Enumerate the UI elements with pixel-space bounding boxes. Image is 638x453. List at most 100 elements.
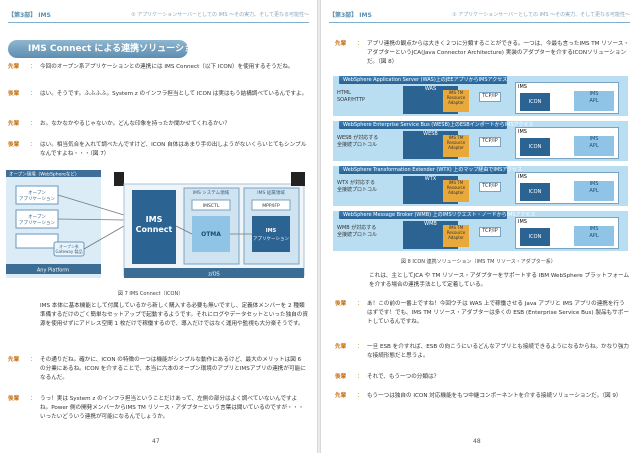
protocol-label: WESB が対応する 全接続プロトコル: [337, 135, 379, 148]
dialog-text: アプリ連携の観点からは大きく２つに分類することができる。一つは、今最も言ったIM…: [367, 41, 629, 65]
band-title: WebSphere Message Broker (WMB) 上のIMSリクエス…: [339, 211, 535, 219]
svg-text:z/OS: z/OS: [208, 272, 219, 278]
paragraph: IMS 本体に基本機能として付属しているから新しく購入する必要も無いですし、定義…: [40, 303, 308, 327]
figure-8-diagram: WebSphere Application Server (WAS)上のJEEア…: [333, 76, 628, 252]
protocol-label: HTML SOAP/HTTP: [337, 90, 365, 103]
protocol-label: WTX が対応する 全接続プロトコル: [337, 180, 378, 193]
ims-apl-box: IMS APL: [574, 181, 614, 201]
speaker: 先輩: [8, 64, 20, 70]
tcpip-label: TCP/IP: [479, 227, 501, 237]
dialog-text: はい。相当気合を入れて調べたんですけど、ICON 自体はあまり手の出しようがない…: [40, 142, 307, 157]
svg-text:オープン系: オープン系: [59, 243, 79, 249]
dialog-text: 今回のオープン系アプリケーションとの連携には IMS Connect（以下 IC…: [40, 64, 294, 70]
svg-text:アプリケーション: アプリケーション: [253, 235, 289, 242]
svg-text:MPP/IFP: MPP/IFP: [262, 203, 280, 209]
svg-text:IMS システム領域: IMS システム領域: [193, 189, 230, 196]
dialog-text: その通りだね。確かに、ICON の特徴の一つは機能がシンプルな動作にあるけど、最…: [40, 357, 306, 381]
speaker: 後輩: [335, 374, 347, 380]
dialog-text: はい。そうです。ふふふふ。System z のインフラ担当として ICON は実…: [40, 91, 308, 97]
figure-8-caption: 図 8 ICON 連携ソリューション（IMS TM リソース・アダプター系）: [401, 259, 556, 265]
svg-text:Connect: Connect: [136, 225, 173, 234]
svg-text:アプリケーション: アプリケーション: [19, 219, 55, 226]
svg-text:IMS: IMS: [146, 215, 163, 224]
svg-text:オープン: オープン: [28, 214, 46, 220]
svg-text:オープン: オープン: [28, 190, 46, 196]
svg-text:Gateway 製品: Gateway 製品: [56, 248, 83, 254]
ims-box: IMS ICON IMS APL: [515, 82, 619, 114]
dialog-text: 一旦 ESB を介すれば、ESB の向こうにいるどんなアプリとも接続できるように…: [367, 344, 630, 359]
tcpip-label: TCP/IP: [479, 137, 501, 147]
right-page: 【第3部】 IMS ② アプリケーションサーバーとしての IMS ～その実力、そ…: [321, 0, 638, 453]
svg-text:OTMA: OTMA: [201, 231, 221, 238]
left-page: 【第3部】 IMS ② アプリケーションサーバーとしての IMS ～その実力、そ…: [0, 0, 317, 453]
book-gutter: [317, 0, 321, 453]
speaker: 先輩: [335, 393, 347, 399]
speaker: 後輩: [8, 142, 20, 148]
speaker: 先輩: [8, 121, 20, 127]
dialog-line: 先輩： アプリ連携の観点からは大きく２つに分類することができる。一つは、今最も言…: [335, 41, 629, 65]
icon-box: ICON: [520, 93, 550, 111]
running-head: ② アプリケーションサーバーとしての IMS ～その実力、そして更なる可能性～: [452, 12, 630, 18]
dialog-line: 先輩： お。なかなかやるじゃないか。どんな印象を持ったか聞かせてくれるかい？: [8, 120, 308, 132]
resource-adapter: IMS TM Resource Adapter: [443, 180, 469, 202]
section-label: 【第3部】 IMS: [8, 12, 51, 19]
band-wtx: WebSphere Transformation Extender (WTX) …: [333, 166, 628, 206]
speaker: 先輩: [335, 344, 347, 350]
dialog-line: 後輩： はい。そうです。ふふふふ。System z のインフラ担当として ICO…: [8, 91, 308, 97]
speaker: 後輩: [8, 91, 20, 97]
ims-apl-box: IMS APL: [574, 136, 614, 156]
resource-adapter: IMS TM Resource Adapter: [443, 135, 469, 157]
icon-box: ICON: [520, 228, 550, 246]
page-number: 47: [152, 438, 160, 445]
resource-adapter: IMS TM Resource Adapter: [443, 225, 469, 247]
section-label: 【第3部】 IMS: [329, 12, 372, 19]
icon-box: ICON: [520, 183, 550, 201]
dialog-text: うっ！実は System z のインフラ担当ということだけあって、左側の部分はよ…: [40, 396, 304, 420]
running-head: ② アプリケーションサーバーとしての IMS ～その実力、そして更なる可能性～: [131, 12, 309, 18]
protocol-label: WMB が対応する 全接続プロトコル: [337, 225, 378, 238]
band-title: WebSphere Transformation Extender (WTX) …: [339, 166, 522, 174]
open-env-label: オープン環境（WebSphereなど）: [9, 171, 79, 178]
section-title: IMS Connect による連携ソリューション: [8, 40, 202, 58]
paragraph: これは、主としてJCA や TM リソース・アダプターをサポートする IBM W…: [369, 273, 630, 288]
page-number: 48: [473, 438, 481, 445]
svg-text:IMS: IMS: [266, 228, 277, 234]
svg-text:IMS 従属領域: IMS 従属領域: [257, 189, 285, 196]
tcpip-label: TCP/IP: [479, 182, 501, 192]
ims-box: IMS ICON IMS APL: [515, 217, 619, 249]
dialog-text: あ！この前の一番上ですね！今回ウチは WAS 上で稼働させる Java アプリと…: [367, 301, 629, 325]
dialog-text: もう一つは独自の ICON 対応機能をもつ中継コンポーネントを介する接続ソリュー…: [367, 393, 622, 399]
speaker: 先輩: [335, 41, 347, 47]
tcpip-label: TCP/IP: [479, 92, 501, 102]
speaker: 後輩: [335, 301, 347, 307]
svg-text:IMSCTL: IMSCTL: [203, 203, 220, 209]
speaker: 後輩: [8, 396, 20, 402]
dialog-text: それで、もう一つの分類は？: [367, 374, 440, 380]
dialog-line: 後輩： はい。相当気合を入れて調べたんですけど、ICON 自体はあまり手の出しよ…: [8, 142, 307, 157]
ims-apl-box: IMS APL: [574, 226, 614, 246]
right-page-header: 【第3部】 IMS ② アプリケーションサーバーとしての IMS ～その実力、そ…: [329, 8, 630, 23]
ims-apl-box: IMS APL: [574, 91, 614, 111]
dialog-line: 先輩： 今回のオープン系アプリケーションとの連携には IMS Connect（以…: [8, 63, 308, 85]
figure-7-diagram: オープン環境（WebSphereなど） オープン アプリケーション オープン ア…: [6, 170, 311, 288]
dialog-line: 先輩： もう一つは独自の ICON 対応機能をもつ中継コンポーネントを介する接続…: [335, 392, 631, 412]
svg-text:Any Platform: Any Platform: [37, 268, 69, 274]
left-page-header: 【第3部】 IMS ② アプリケーションサーバーとしての IMS ～その実力、そ…: [8, 8, 309, 23]
dialog-line: 先輩： その通りだね。確かに、ICON の特徴の一つは機能がシンプルな動作にある…: [8, 356, 308, 384]
band-was: WebSphere Application Server (WAS)上のJEEア…: [333, 76, 628, 116]
svg-text:アプリケーション: アプリケーション: [19, 195, 55, 202]
ims-box: IMS ICON IMS APL: [515, 172, 619, 204]
dialog-line: 後輩： それで、もう一つの分類は？: [335, 373, 631, 383]
band-wmb: WebSphere Message Broker (WMB) 上のIMSリクエス…: [333, 211, 628, 251]
ims-box: IMS ICON IMS APL: [515, 127, 619, 159]
speaker: 先輩: [8, 357, 20, 363]
dialog-text: お。なかなかやるじゃないか。どんな印象を持ったか聞かせてくれるかい？: [40, 121, 230, 127]
resource-adapter: IMS TM Resource Adapter: [443, 90, 469, 112]
dialog-line: 後輩： うっ！実は System z のインフラ担当ということだけあって、左側の…: [8, 395, 308, 425]
figure-7-caption: 図 7 IMS Connect（ICON）: [118, 291, 184, 297]
dialog-line: 後輩： あ！この前の一番上ですね！今回ウチは WAS 上で稼働させる Java …: [335, 301, 629, 325]
icon-box: ICON: [520, 138, 550, 156]
band-wesb: WebSphere Enterprise Service Bus (WESB)上…: [333, 121, 628, 161]
band-title: WebSphere Application Server (WAS)上のJEEア…: [339, 76, 507, 84]
